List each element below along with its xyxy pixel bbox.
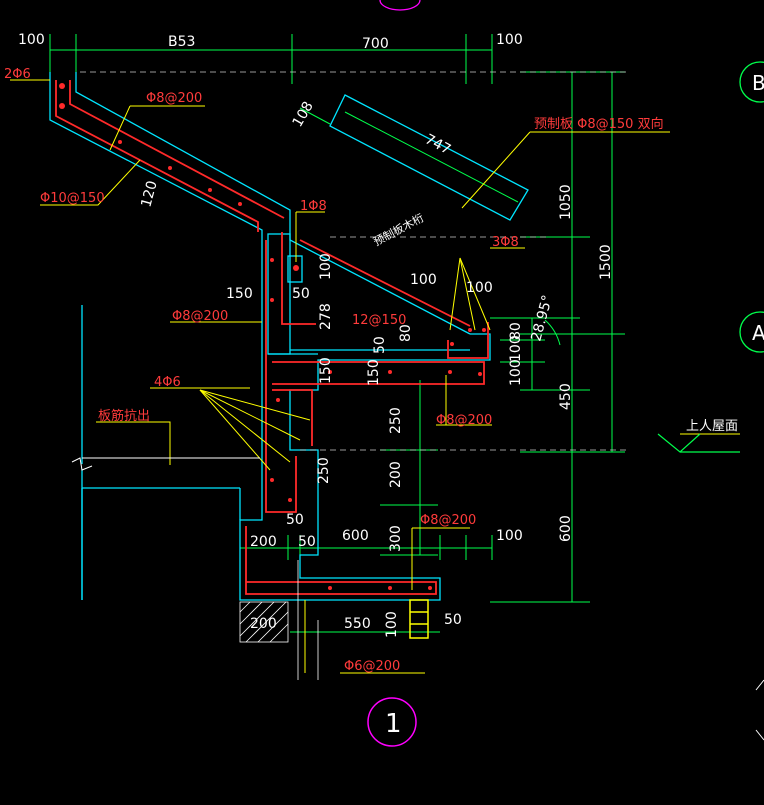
- roof-symbol: [657, 433, 740, 453]
- svg-text:Φ10@150: Φ10@150: [40, 191, 105, 206]
- ground-hatch: [239, 560, 319, 680]
- svg-text:4Φ6: 4Φ6: [154, 375, 181, 390]
- dimension-lines: [49, 34, 625, 633]
- svg-text:100: 100: [508, 359, 524, 386]
- grid-bubble-b: B: [739, 61, 764, 103]
- leader-lines: [10, 79, 740, 674]
- grid-bubble-a: A: [739, 311, 764, 353]
- svg-text:150: 150: [366, 359, 382, 386]
- svg-text:100: 100: [410, 272, 437, 288]
- svg-text:50: 50: [292, 286, 310, 302]
- svg-text:B: B: [752, 71, 764, 95]
- svg-text:2Φ6: 2Φ6: [4, 67, 31, 82]
- svg-text:100: 100: [508, 335, 524, 362]
- svg-text:A: A: [752, 321, 764, 345]
- svg-text:预制板 Φ8@150 双向: 预制板 Φ8@150 双向: [534, 116, 664, 132]
- precast-ladder-detail: [409, 599, 429, 639]
- svg-text:1500: 1500: [598, 244, 614, 280]
- svg-text:120: 120: [138, 179, 160, 209]
- svg-text:300: 300: [388, 525, 404, 552]
- dimension-texts: 100 B53 700 100 1050 1500 450 600 120 10…: [18, 32, 614, 638]
- svg-text:700: 700: [362, 36, 389, 52]
- svg-text:80: 80: [398, 324, 414, 342]
- svg-text:Φ8@200: Φ8@200: [436, 413, 492, 428]
- svg-text:50: 50: [444, 612, 462, 628]
- svg-text:上人屋面: 上人屋面: [686, 419, 738, 434]
- svg-text:200: 200: [388, 461, 404, 488]
- svg-text:100: 100: [384, 611, 400, 638]
- svg-text:200: 200: [250, 616, 277, 632]
- svg-text:100: 100: [466, 280, 493, 296]
- svg-text:Φ8@200: Φ8@200: [146, 91, 202, 106]
- svg-text:100: 100: [496, 528, 523, 544]
- svg-text:Φ8@200: Φ8@200: [420, 513, 476, 528]
- svg-text:600: 600: [342, 528, 369, 544]
- svg-text:50: 50: [298, 534, 316, 550]
- svg-text:12@150: 12@150: [352, 313, 406, 328]
- svg-text:278: 278: [318, 303, 334, 330]
- svg-text:150: 150: [226, 286, 253, 302]
- svg-text:B53: B53: [168, 34, 195, 50]
- svg-text:100: 100: [318, 253, 334, 280]
- svg-text:80: 80: [508, 322, 524, 340]
- partial-circle-top: [379, 0, 421, 11]
- svg-text:100: 100: [18, 32, 45, 48]
- break-line: [71, 457, 260, 471]
- svg-text:600: 600: [558, 515, 574, 542]
- svg-text:450: 450: [558, 383, 574, 410]
- svg-text:50: 50: [372, 336, 388, 354]
- right-edge-marks: [755, 679, 764, 741]
- concrete-outline: [49, 71, 630, 601]
- svg-text:50: 50: [286, 512, 304, 528]
- svg-text:250: 250: [388, 407, 404, 434]
- svg-text:1Φ8: 1Φ8: [300, 199, 327, 214]
- svg-text:1050: 1050: [558, 184, 574, 220]
- detail-bubble: 1: [367, 697, 417, 747]
- svg-text:200: 200: [250, 534, 277, 550]
- svg-text:100: 100: [496, 32, 523, 48]
- svg-text:1: 1: [385, 709, 402, 739]
- svg-text:板筋抗出: 板筋抗出: [98, 408, 150, 424]
- svg-text:550: 550: [344, 616, 371, 632]
- svg-text:预制板木桁: 预制板木桁: [371, 210, 426, 248]
- svg-text:3Φ8: 3Φ8: [492, 235, 519, 250]
- svg-text:Φ8@200: Φ8@200: [172, 309, 228, 324]
- svg-text:Φ6@200: Φ6@200: [344, 659, 400, 674]
- rebar-dots: [59, 83, 486, 590]
- svg-text:150: 150: [318, 357, 334, 384]
- svg-text:250: 250: [316, 457, 332, 484]
- rebar-lines: [55, 80, 489, 595]
